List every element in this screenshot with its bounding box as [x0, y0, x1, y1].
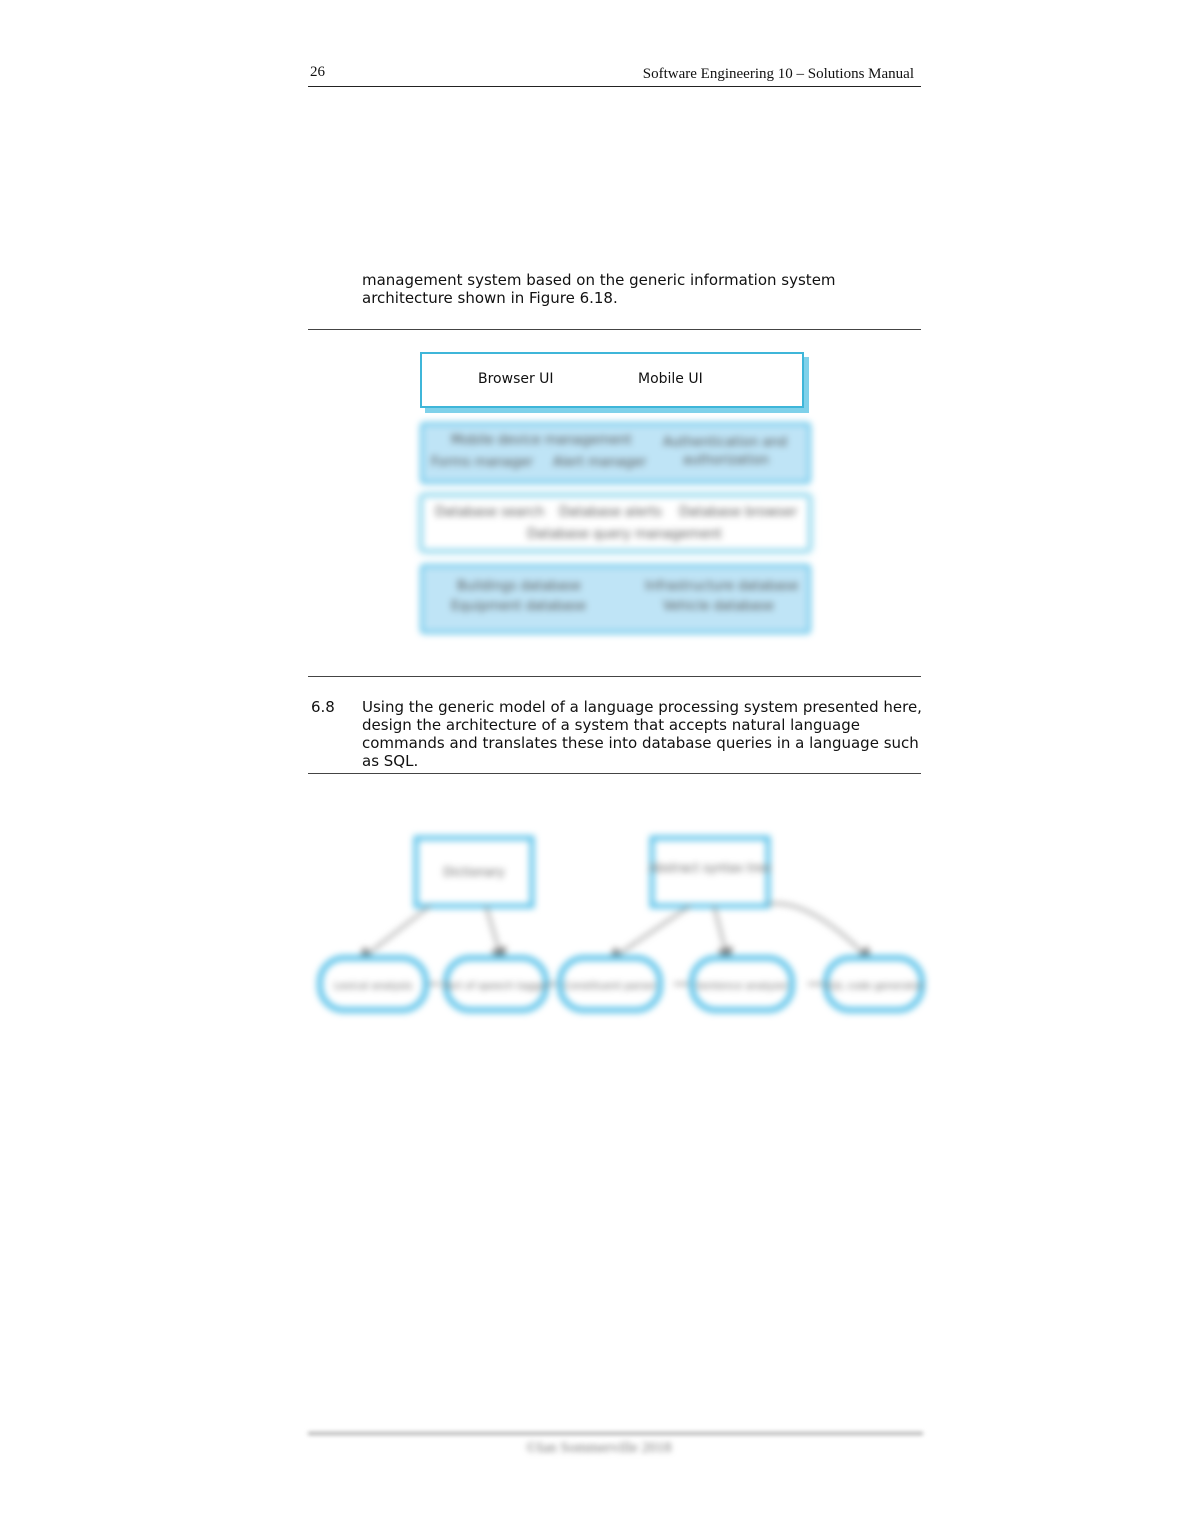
page-number: 26 — [310, 64, 325, 80]
layer-text: Database query management — [527, 527, 722, 542]
node-label: Sentence analyzer — [696, 981, 790, 992]
browser-mobile-ui-layer: Browser UI Mobile UI — [420, 352, 804, 408]
running-title: Software Engineering 10 – Solutions Manu… — [642, 66, 914, 82]
footer-copyright: ©Ian Sommerville 2018 — [526, 1440, 672, 1456]
middleware-layer: Mobile device management Forms manager A… — [420, 422, 811, 484]
flow-node — [317, 955, 429, 1013]
question-number: 6.8 — [311, 698, 335, 716]
browser-ui-label: Browser UI — [478, 371, 554, 387]
flow-node — [557, 955, 663, 1013]
layer-text: Vehicle database — [663, 599, 774, 614]
divider-rule — [308, 773, 921, 774]
node-label: Part of speech tagger — [442, 981, 551, 992]
layer-text: Equipment database — [451, 599, 586, 614]
flow-node — [823, 955, 925, 1013]
question-text: Using the generic model of a language pr… — [362, 698, 922, 770]
layer-text: Authentication and — [663, 435, 788, 450]
layer-text: Database search — [435, 505, 545, 520]
layer-text: Alert manager — [553, 455, 647, 470]
flow-node — [443, 955, 549, 1013]
layer-text: Buildings database — [457, 579, 581, 594]
node-label: Abstract syntax tree — [649, 861, 771, 875]
query-layer: Database search Database alerts Database… — [420, 494, 811, 552]
footer-rule — [308, 1432, 923, 1435]
layer-text: Database alerts — [559, 505, 662, 520]
dictionary-node — [413, 835, 535, 909]
intro-paragraph: management system based on the generic i… — [362, 271, 836, 307]
flow-node — [689, 955, 795, 1013]
language-processing-diagram: Dictionary Abstract syntax tree Lexical … — [317, 835, 925, 1013]
divider-rule — [308, 329, 921, 330]
database-layer: Buildings database Equipment database In… — [420, 564, 811, 634]
layer-text: Infrastructure database — [645, 579, 799, 594]
mobile-ui-label: Mobile UI — [638, 371, 703, 387]
divider-rule — [308, 676, 921, 677]
layer-text: Forms manager — [431, 455, 534, 470]
node-label: SQL code generator — [824, 981, 925, 992]
layer-text: Mobile device management — [451, 433, 632, 448]
node-label: Lexical analysis — [334, 981, 412, 992]
header-rule — [308, 86, 921, 87]
syntax-tree-node — [649, 835, 771, 909]
node-label: Constituent parser — [563, 981, 657, 992]
layer-text: Database browser — [679, 505, 798, 520]
layer-text: authorization — [683, 453, 770, 468]
node-label: Dictionary — [443, 865, 505, 879]
